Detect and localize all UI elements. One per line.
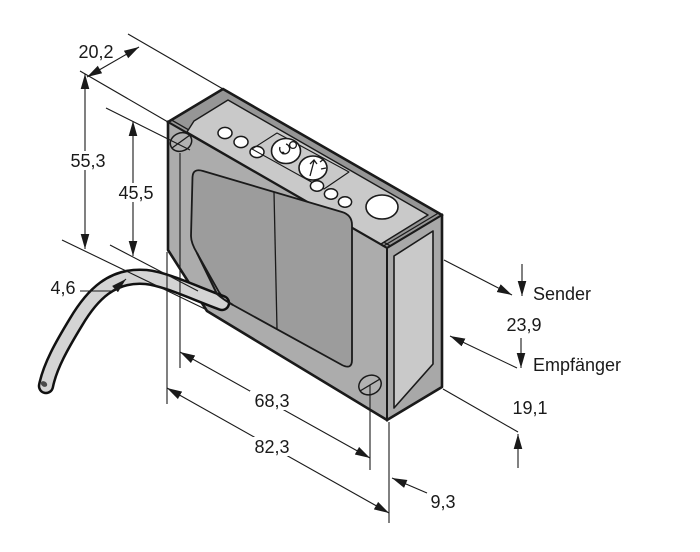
dim-label-screw-spacing: 68,3 — [254, 391, 289, 411]
window-corner-over-cable — [196, 252, 234, 306]
dim-label-beam-spacing: 23,9 — [506, 315, 541, 335]
dim-label-screw-to-end: 9,3 — [430, 492, 455, 512]
top-panel — [186, 99, 429, 245]
dim-depth: 20,2 — [78, 42, 140, 78]
dim-label-cable-diameter: 4,6 — [50, 278, 75, 298]
screw-top-left-icon — [169, 131, 193, 153]
ext-front-top — [105, 107, 191, 151]
dim-height-total: 55,3 — [66, 74, 110, 249]
beam-annotations: Sender 23,9 Empfänger — [443, 259, 621, 375]
dim-height-front: 45,5 — [114, 121, 158, 256]
ext-top-corner — [79, 70, 169, 123]
led-icon — [233, 135, 249, 149]
dial-group-outline — [251, 132, 350, 190]
dim-end-width: 19,1 — [442, 388, 548, 468]
led-icon — [217, 126, 233, 140]
dimension-annotations: 20,2 55,3 45,5 4,6 68,3 — [50, 33, 621, 523]
dial-2-icon — [309, 158, 327, 177]
dim-screw-to-end: 9,3 — [391, 477, 456, 512]
dim-length-total: 82,3 — [166, 387, 390, 514]
sender-label: Sender — [533, 284, 591, 304]
sender-leader — [443, 259, 513, 296]
front-window-divider — [273, 191, 278, 330]
end-window — [393, 230, 434, 409]
dial-1 — [270, 137, 302, 165]
cable-end-cut-icon — [40, 381, 48, 387]
dial-2 — [298, 155, 328, 181]
dial-1-icon — [279, 140, 298, 155]
dim-label-height-front: 45,5 — [118, 183, 153, 203]
ext-back-corner — [127, 33, 224, 90]
sensor-body — [166, 87, 444, 422]
led-icon — [337, 196, 353, 208]
body-silhouette — [166, 87, 444, 422]
dim-cable-diameter: 4,6 — [50, 278, 127, 298]
ext-cable-exit — [109, 244, 199, 292]
dim-label-end-width: 19,1 — [512, 398, 547, 418]
ext-bottom-left — [61, 239, 206, 310]
empfaenger-leader — [449, 335, 518, 369]
top-end-bevel-line — [383, 212, 439, 247]
led-icon — [323, 188, 339, 200]
led-icon — [309, 180, 325, 192]
dim-label-length-total: 82,3 — [254, 437, 289, 457]
empfaenger-label: Empfänger — [533, 355, 621, 375]
dim-label-height-total: 55,3 — [70, 151, 105, 171]
dim-label-depth: 20,2 — [78, 42, 113, 62]
panel-button — [365, 194, 399, 220]
